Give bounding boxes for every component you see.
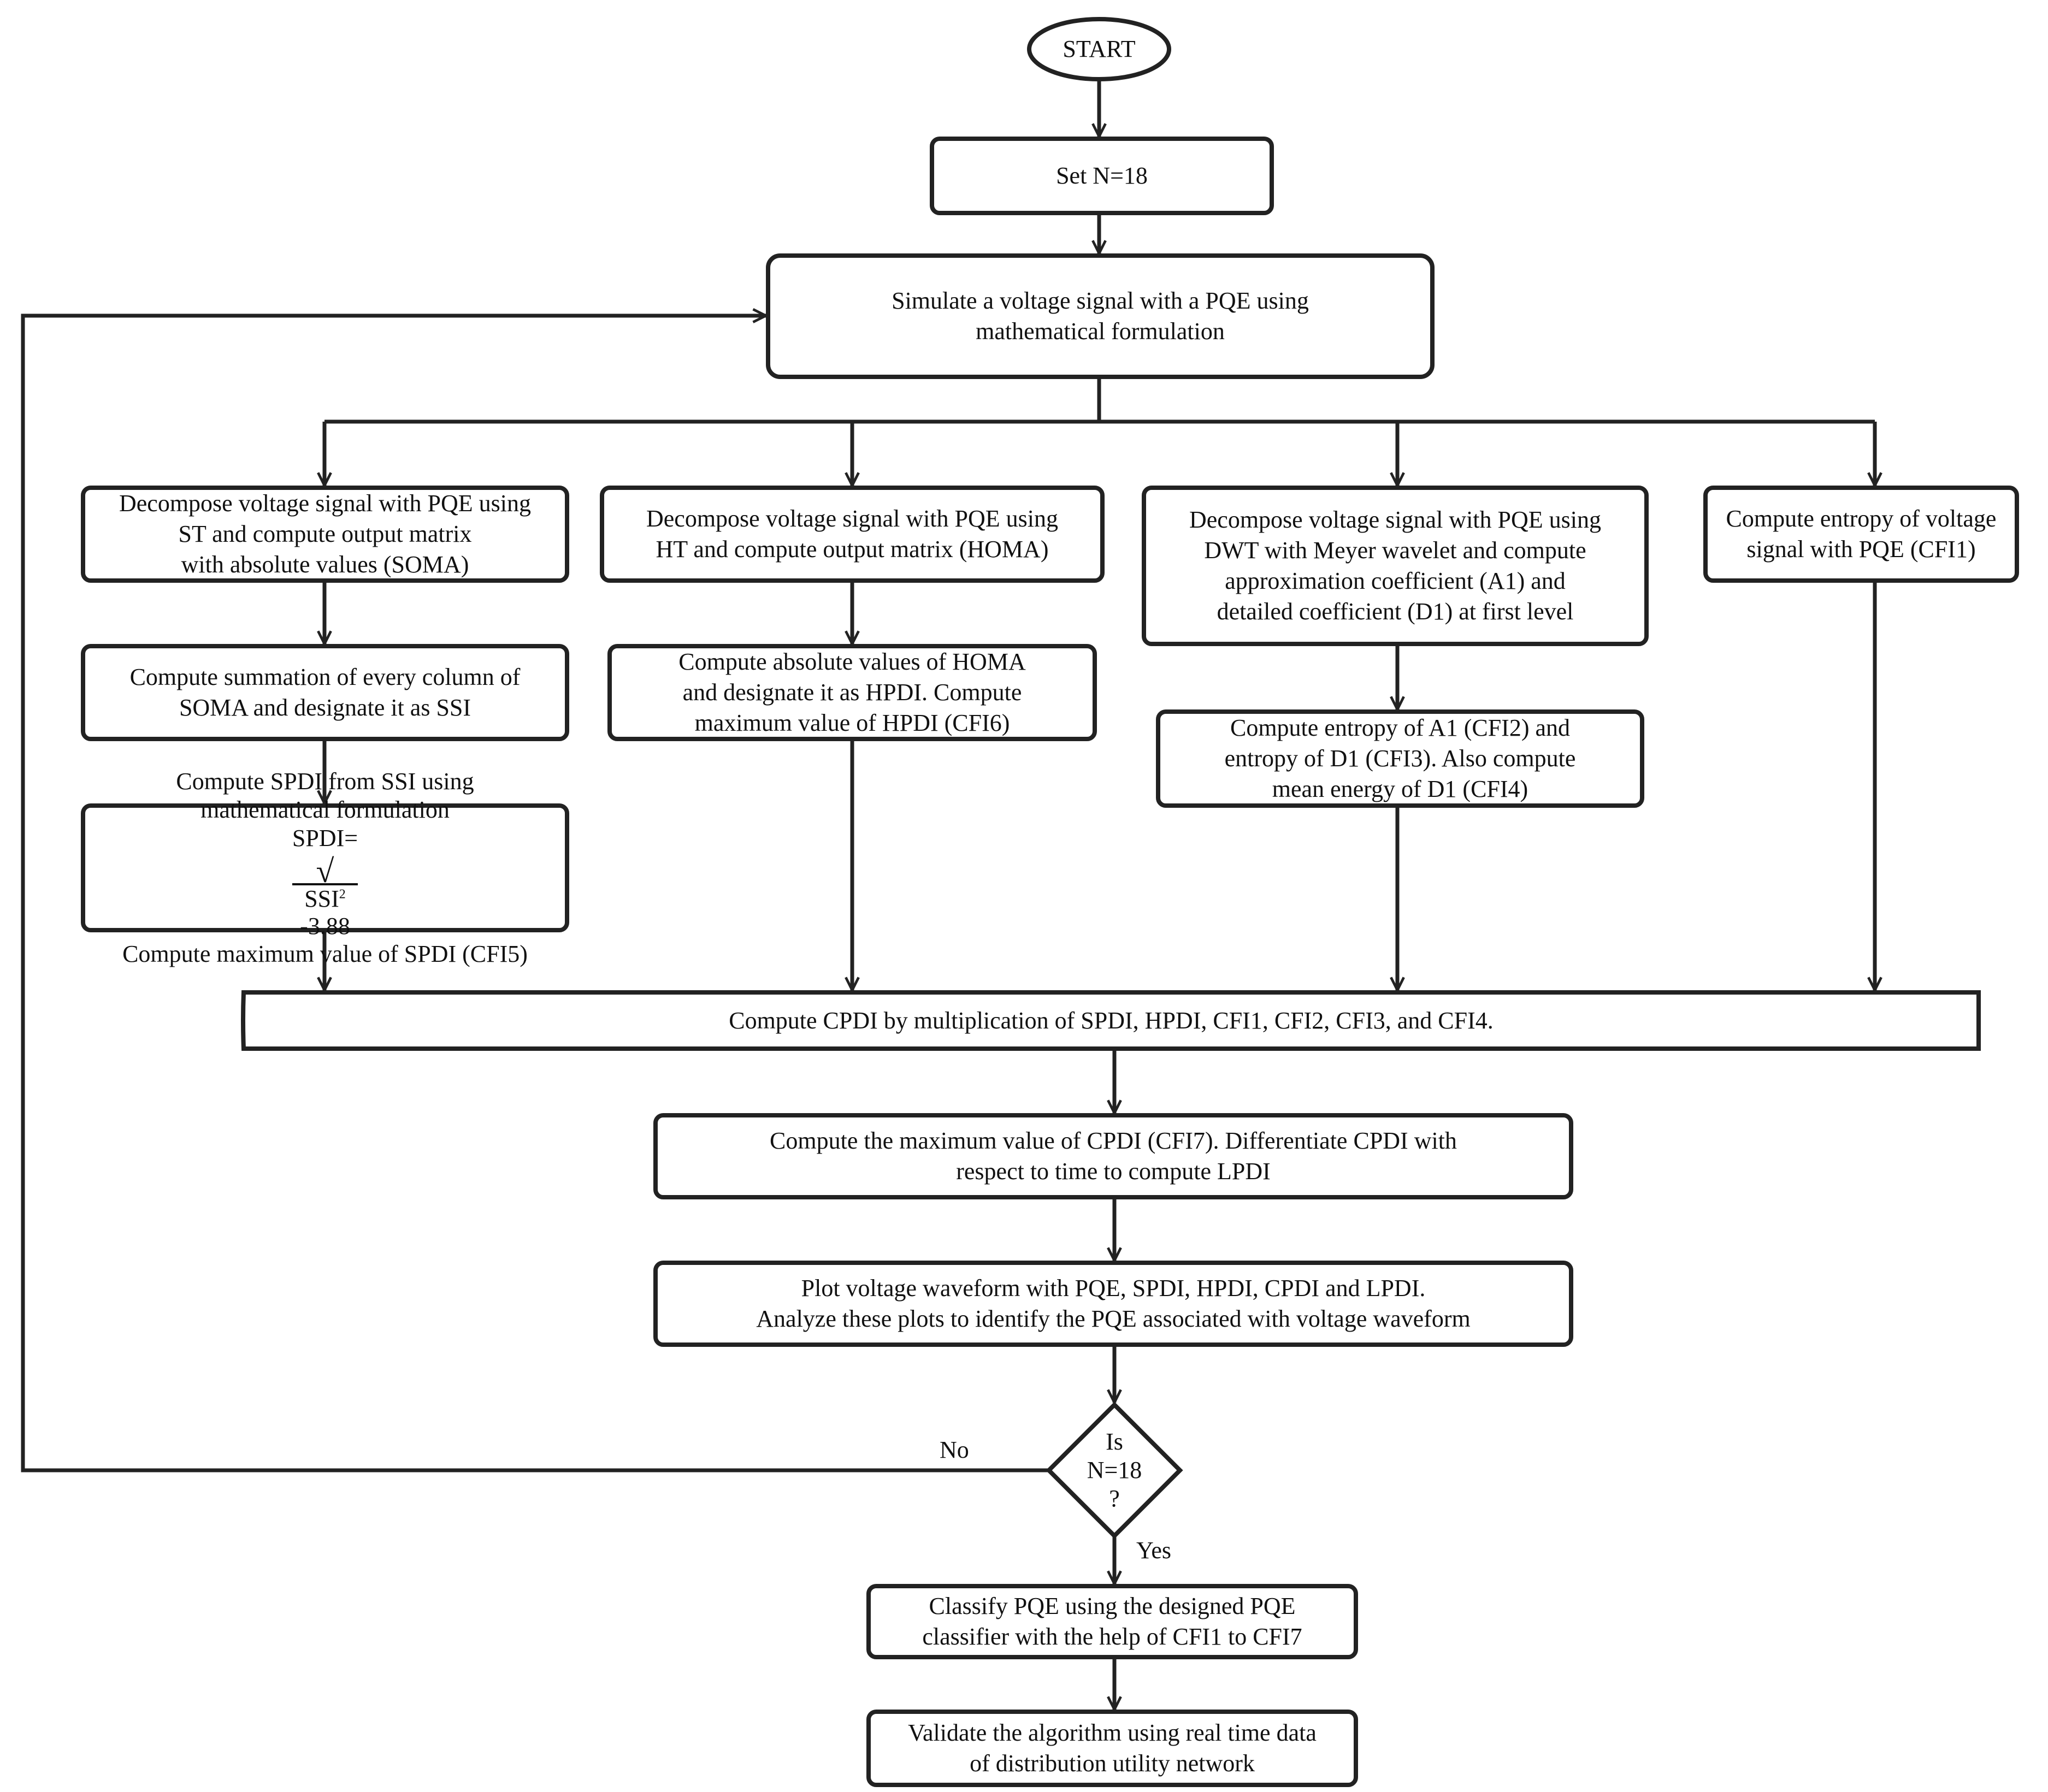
start-label: START: [1029, 19, 1169, 79]
dwt-decompose-line-2: DWT with Meyer wavelet and compute: [1204, 537, 1586, 564]
hpdi-line-2: and designate it as HPDI. Compute: [682, 679, 1022, 706]
ssi-line-2: SOMA and designate it as SSI: [179, 694, 471, 721]
arrow-no-loop-back: [21, 316, 1049, 1472]
lpdi-label: Compute the maximum value of CPDI (CFI7)…: [656, 1115, 1571, 1197]
spdi-line-1: Compute SPDI from SSI using: [176, 768, 474, 795]
spdi-formula-radicand: SSI2 -3.88: [292, 883, 358, 940]
plot-label: Plot voltage waveform with PQE, SPDI, HP…: [656, 1263, 1571, 1345]
validate-line-1: Validate the algorithm using real time d…: [908, 1719, 1317, 1746]
st-decompose-label: Decompose voltage signal with PQE using …: [83, 488, 567, 581]
set-n-box: [930, 137, 1274, 215]
classify-label: Classify PQE using the designed PQE clas…: [869, 1586, 1356, 1657]
simulate-line-1: Simulate a voltage signal with a PQE usi…: [892, 287, 1309, 314]
spdi-label: Compute SPDI from SSI using mathematical…: [83, 768, 567, 967]
st-decompose-line-3: with absolute values (SOMA): [181, 551, 469, 578]
decision-label: Is N=18 ?: [1049, 1405, 1180, 1536]
ht-decompose-line-1: Decompose voltage signal with PQE using: [646, 505, 1058, 532]
validate-label: Validate the algorithm using real time d…: [869, 1712, 1356, 1785]
entropy-cfi1-box: [1703, 486, 2019, 583]
decision-line-3: ?: [1109, 1485, 1120, 1512]
start-text: START: [1063, 36, 1136, 62]
hpdi-line-1: Compute absolute values of HOMA: [678, 648, 1026, 675]
entropy-cfi1-line-2: signal with PQE (CFI1): [1746, 536, 1976, 563]
classify-line-2: classifier with the help of CFI1 to CFI7: [922, 1623, 1302, 1650]
validate-box: [866, 1710, 1358, 1787]
dwt-decompose-label: Decompose voltage signal with PQE using …: [1144, 488, 1646, 644]
ht-decompose-label: Decompose voltage signal with PQE using …: [602, 488, 1102, 581]
plot-line-1: Plot voltage waveform with PQE, SPDI, HP…: [801, 1275, 1426, 1302]
spdi-formula-ssi: SSI: [304, 885, 339, 912]
cpdi-text: Compute CPDI by multiplication of SPDI, …: [729, 1007, 1494, 1034]
simulate-label: Simulate a voltage signal with a PQE usi…: [768, 256, 1432, 377]
spdi-formula-exponent: 2: [339, 887, 346, 902]
dwt-decompose-line-3: approximation coefficient (A1) and: [1225, 567, 1566, 594]
cfi234-label: Compute entropy of A1 (CFI2) and entropy…: [1158, 712, 1642, 806]
st-decompose-line-1: Decompose voltage signal with PQE using: [119, 490, 531, 517]
cpdi-box: [241, 990, 1981, 1051]
dwt-decompose-box: [1142, 486, 1649, 646]
plot-line-2: Analyze these plots to identify the PQE …: [756, 1305, 1471, 1332]
cfi234-line-3: mean energy of D1 (CFI4): [1272, 776, 1528, 802]
square-root-sign: √: [316, 853, 334, 889]
dwt-decompose-line-4: detailed coefficient (D1) at first level: [1217, 598, 1574, 625]
simulate-line-2: mathematical formulation: [976, 318, 1225, 345]
hpdi-label: Compute absolute values of HOMA and desi…: [610, 646, 1095, 739]
edge-label-yes: Yes: [1136, 1537, 1172, 1564]
cfi234-box: [1156, 709, 1644, 808]
entropy-cfi1-line-1: Compute entropy of voltage: [1726, 505, 1997, 532]
spdi-formula-lhs: SPDI=: [292, 825, 358, 851]
edge-label-no: No: [940, 1436, 969, 1463]
classify-line-1: Classify PQE using the designed PQE: [929, 1593, 1296, 1619]
lpdi-line-2: respect to time to compute LPDI: [956, 1158, 1271, 1185]
spdi-line-2: mathematical formulation: [200, 796, 450, 823]
entropy-cfi1-label: Compute entropy of voltage signal with P…: [1705, 488, 2017, 581]
spdi-formula: SPDI= √ SSI2 -3.88: [292, 824, 358, 940]
classify-box: [866, 1584, 1358, 1659]
cfi234-line-1: Compute entropy of A1 (CFI2) and: [1230, 714, 1571, 741]
hpdi-line-3: maximum value of HPDI (CFI6): [694, 709, 1010, 736]
ssi-label: Compute summation of every column of SOM…: [83, 646, 567, 739]
cfi234-line-2: entropy of D1 (CFI3). Also compute: [1224, 745, 1576, 772]
decision-line-1: Is: [1106, 1428, 1123, 1455]
ht-decompose-line-2: HT and compute output matrix (HOMA): [656, 536, 1049, 563]
decision-line-2: N=18: [1087, 1457, 1142, 1483]
spdi-line-4: Compute maximum value of SPDI (CFI5): [122, 941, 528, 967]
set-n-label: Set N=18: [932, 139, 1272, 213]
spdi-formula-tail: -3.88: [300, 913, 350, 939]
set-n-text: Set N=18: [1056, 162, 1148, 189]
ssi-line-1: Compute summation of every column of: [129, 664, 521, 690]
lpdi-line-1: Compute the maximum value of CPDI (CFI7)…: [770, 1127, 1457, 1154]
cpdi-label: Compute CPDI by multiplication of SPDI, …: [244, 992, 1979, 1049]
dwt-decompose-line-1: Decompose voltage signal with PQE using: [1189, 506, 1601, 533]
validate-line-2: of distribution utility network: [970, 1750, 1255, 1777]
st-decompose-line-2: ST and compute output matrix: [178, 521, 472, 547]
